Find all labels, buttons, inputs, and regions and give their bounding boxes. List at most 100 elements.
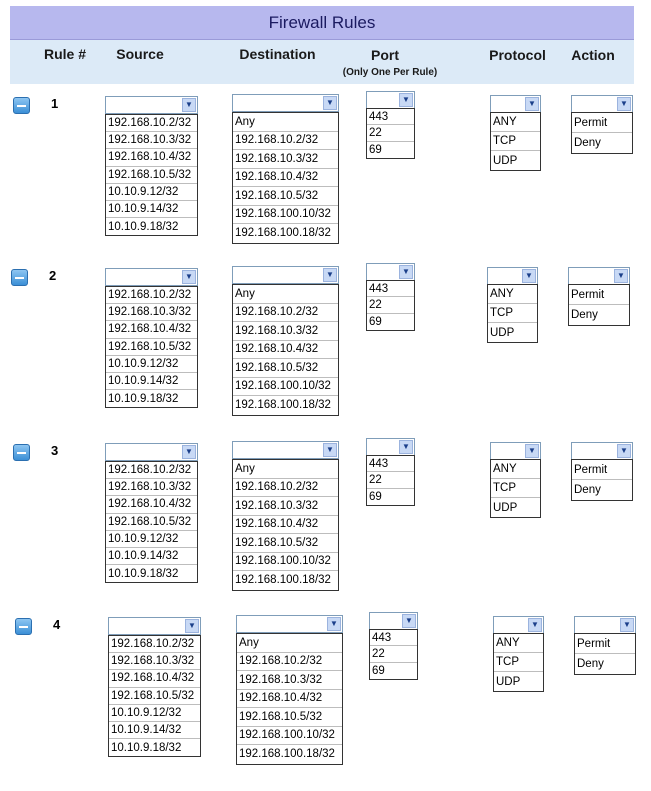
list-option[interactable]: 192.168.10.5/32 (233, 359, 338, 378)
list-option[interactable]: 10.10.9.12/32 (106, 184, 197, 201)
list-option[interactable]: 10.10.9.18/32 (111, 741, 182, 754)
list-option[interactable]: 192.168.10.2/32 (233, 304, 338, 322)
chevron-down-icon[interactable]: ▼ (522, 269, 536, 283)
list-option[interactable]: UDP (490, 326, 515, 339)
list-option[interactable]: 192.168.10.3/32 (237, 671, 342, 690)
list-option[interactable]: 192.168.10.4/32 (109, 670, 200, 688)
source-select[interactable]: ▼ (105, 443, 198, 461)
list-option[interactable]: 192.168.100.18/32 (239, 748, 335, 761)
list-option[interactable]: 10.10.9.12/32 (109, 705, 200, 722)
list-option[interactable]: 443 (367, 281, 414, 298)
protocol-select[interactable]: ▼ (490, 95, 541, 113)
list-option[interactable]: 192.168.10.2/32 (233, 479, 338, 497)
port-select[interactable]: ▼ (369, 612, 418, 630)
chevron-down-icon[interactable]: ▼ (323, 268, 337, 282)
chevron-down-icon[interactable]: ▼ (182, 445, 196, 459)
protocol-select[interactable]: ▼ (487, 267, 538, 285)
list-option[interactable]: UDP (493, 154, 518, 167)
list-option[interactable]: 192.168.10.3/32 (106, 304, 197, 322)
list-option[interactable]: ANY (494, 634, 543, 653)
chevron-down-icon[interactable]: ▼ (185, 619, 199, 633)
list-option[interactable]: Any (233, 460, 338, 479)
port-select[interactable]: ▼ (366, 438, 415, 456)
remove-rule-button[interactable] (15, 618, 32, 635)
chevron-down-icon[interactable]: ▼ (323, 96, 337, 110)
list-option[interactable]: 192.168.10.5/32 (233, 187, 338, 206)
chevron-down-icon[interactable]: ▼ (399, 265, 413, 279)
list-option[interactable]: 443 (367, 109, 414, 126)
list-option[interactable]: 192.168.10.3/32 (109, 653, 200, 671)
list-option[interactable]: 192.168.100.18/32 (235, 227, 331, 240)
chevron-down-icon[interactable]: ▼ (525, 444, 539, 458)
source-select[interactable]: ▼ (105, 268, 198, 286)
chevron-down-icon[interactable]: ▼ (182, 270, 196, 284)
list-option[interactable]: 10.10.9.12/32 (106, 531, 197, 548)
list-option[interactable]: 192.168.10.4/32 (233, 516, 338, 534)
list-option[interactable]: 10.10.9.18/32 (108, 220, 179, 233)
list-option[interactable]: 10.10.9.14/32 (106, 373, 197, 391)
action-select[interactable]: ▼ (574, 616, 636, 634)
list-option[interactable]: 69 (369, 490, 382, 503)
list-option[interactable]: 192.168.100.10/32 (233, 378, 338, 396)
action-select[interactable]: ▼ (571, 95, 633, 113)
chevron-down-icon[interactable]: ▼ (327, 617, 341, 631)
list-option[interactable]: 192.168.10.4/32 (106, 496, 197, 514)
list-option[interactable]: Permit (572, 460, 632, 480)
list-option[interactable]: 192.168.10.2/32 (106, 287, 197, 305)
list-option[interactable]: 22 (367, 125, 414, 142)
list-option[interactable]: 192.168.10.5/32 (106, 514, 197, 531)
port-select[interactable]: ▼ (366, 263, 415, 281)
list-option[interactable]: 22 (367, 472, 414, 489)
destination-select[interactable]: ▼ (232, 441, 339, 459)
chevron-down-icon[interactable]: ▼ (323, 443, 337, 457)
list-option[interactable]: Deny (574, 484, 601, 496)
list-option[interactable]: 192.168.10.2/32 (106, 115, 197, 133)
list-option[interactable]: 443 (370, 630, 417, 647)
list-option[interactable]: 192.168.10.3/32 (233, 497, 338, 516)
list-option[interactable]: TCP (491, 132, 540, 151)
list-option[interactable]: 192.168.10.5/32 (106, 339, 197, 356)
list-option[interactable]: ANY (491, 113, 540, 132)
remove-rule-button[interactable] (11, 269, 28, 286)
chevron-down-icon[interactable]: ▼ (528, 618, 542, 632)
list-option[interactable]: 10.10.9.14/32 (106, 548, 197, 566)
list-option[interactable]: 192.168.10.5/32 (233, 534, 338, 553)
list-option[interactable]: Permit (569, 285, 629, 305)
list-option[interactable]: 192.168.10.4/32 (106, 321, 197, 339)
port-select[interactable]: ▼ (366, 91, 415, 109)
list-option[interactable]: UDP (496, 675, 521, 688)
list-option[interactable]: 192.168.10.2/32 (106, 462, 197, 480)
list-option[interactable]: Deny (571, 309, 598, 321)
list-option[interactable]: 192.168.100.10/32 (233, 206, 338, 224)
source-select[interactable]: ▼ (108, 617, 201, 635)
chevron-down-icon[interactable]: ▼ (399, 93, 413, 107)
list-option[interactable]: Deny (577, 658, 604, 670)
remove-rule-button[interactable] (13, 97, 30, 114)
source-select[interactable]: ▼ (105, 96, 198, 114)
list-option[interactable]: UDP (493, 501, 518, 514)
chevron-down-icon[interactable]: ▼ (399, 440, 413, 454)
chevron-down-icon[interactable]: ▼ (614, 269, 628, 283)
list-option[interactable]: TCP (491, 479, 540, 498)
list-option[interactable]: 192.168.10.2/32 (237, 653, 342, 671)
remove-rule-button[interactable] (13, 444, 30, 461)
list-option[interactable]: Any (233, 285, 338, 304)
list-option[interactable]: Any (233, 113, 338, 132)
destination-select[interactable]: ▼ (232, 266, 339, 284)
list-option[interactable]: 192.168.10.4/32 (237, 690, 342, 708)
list-option[interactable]: 192.168.10.3/32 (106, 132, 197, 150)
list-option[interactable]: 192.168.10.5/32 (237, 708, 342, 727)
list-option[interactable]: 192.168.10.4/32 (233, 341, 338, 359)
list-option[interactable]: Permit (575, 634, 635, 654)
list-option[interactable]: 192.168.10.2/32 (109, 636, 200, 654)
chevron-down-icon[interactable]: ▼ (620, 618, 634, 632)
list-option[interactable]: 69 (372, 664, 385, 677)
list-option[interactable]: 192.168.10.3/32 (233, 150, 338, 169)
list-option[interactable]: 10.10.9.14/32 (106, 201, 197, 219)
protocol-select[interactable]: ▼ (490, 442, 541, 460)
list-option[interactable]: 10.10.9.12/32 (106, 356, 197, 373)
list-option[interactable]: Deny (574, 137, 601, 149)
list-option[interactable]: 10.10.9.14/32 (109, 722, 200, 740)
destination-select[interactable]: ▼ (232, 94, 339, 112)
list-option[interactable]: 192.168.10.2/32 (233, 132, 338, 150)
